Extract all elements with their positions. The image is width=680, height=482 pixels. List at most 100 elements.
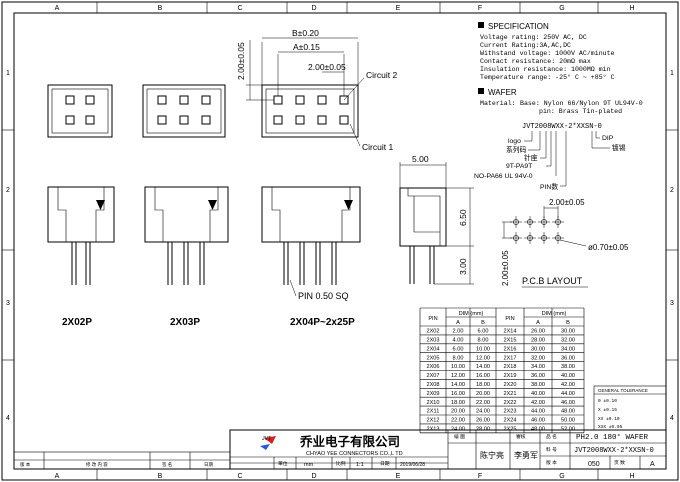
wafer-title: WAFER [488,88,517,97]
col-label: E [396,473,401,480]
unit-value: mm [304,462,314,468]
table-cell: 46.00 [561,400,575,406]
company-logo: JVT [260,436,276,450]
column-labels-bottom: A B C D E F G H [55,473,635,480]
table-cell: 10.00 [451,364,465,370]
spec-line: Contact resistance: 20mΩ max [480,58,591,65]
wafer-base: Base: Nylon 66/Nylon 9T UL94V-0 [520,100,643,107]
spec-line: Current Rating:3A,AC,DC [480,42,571,49]
part-code: JVT2008WXX-2*XXSN-0 logo 系列码 针座 9T-PA9T … [474,123,626,191]
table-cell: 2X24 [503,418,516,424]
front-view-2x02 [47,186,115,285]
table-cell: 2X18 [503,364,516,370]
table-cell: 6.00 [453,346,464,352]
scale-label: 比例 [336,460,346,467]
table-cell: 2X16 [503,346,516,352]
circuit2-label: Circuit 2 [366,70,397,80]
top-view-2x04 [246,37,365,147]
table-cell: 2X05 [426,355,439,361]
table-cell: 34.00 [561,346,575,352]
table-cell: 34.00 [531,364,545,370]
dim-tail: 3.00 [458,258,468,275]
part-code-value: JVT2008WXX-2*XXSN-0 [522,123,602,131]
col-label: D [311,5,316,12]
row-label: 2 [670,187,674,194]
table-header-dim: DIM (mm) [542,311,567,317]
spec-line: Temperature range: -25° C ~ +85° C [480,73,615,81]
company-name-en: CHYAO YEE CONNECTORS CO.,L TD [306,451,403,457]
code-label: 9T-PA9T [506,163,532,170]
table-cell: 2X19 [503,373,516,379]
spec-block: SPECIFICATION Voltage rating: 250V AC, D… [478,22,643,115]
table-cell: 2X09 [426,391,439,397]
table-cell: 48.00 [561,409,575,415]
rev-label: 修 改 内 容 [86,461,108,468]
table-cell: 18.00 [476,382,490,388]
circuit1-label: Circuit 1 [362,142,393,152]
table-cell: 8.00 [453,355,464,361]
table-cell: 28.00 [531,338,545,344]
product-name: PH2.0 180° WAFER [576,433,649,442]
col-label: E [396,5,401,12]
table-cell: 2X10 [426,400,439,406]
table-cell: 22.00 [476,400,490,406]
tolerance-row: XXX ±0.05 [598,424,623,430]
tolerance-row: 0 ±0.10 [598,398,617,404]
table-cell: 36.00 [561,355,575,361]
dim-body-height: 6.50 [458,209,468,226]
wafer-pin: pin: Brass Tin-plated [539,108,622,115]
unit-label: 單位 [278,460,288,467]
row-label: 3 [670,300,674,307]
table-header-a: A [536,320,540,326]
pin-note: PIN 0.50 SQ [298,291,349,301]
dim-pitch: 2.00±0.05 [308,62,346,72]
col-label: C [237,473,242,480]
designer-label: 繪 圖 [454,433,465,440]
sheet-label: 版 本 [546,459,557,466]
table-header-b: B [481,320,485,326]
table-cell: 44.00 [531,409,545,415]
col-label: A [55,5,60,12]
table-cell: 10.00 [476,346,490,352]
logo-text: JVT [261,436,272,442]
table-cell: 2X08 [426,382,439,388]
table-cell: 6.00 [478,329,489,335]
top-view-2x03 [142,84,226,138]
table-cell: 2.00 [453,329,464,335]
front-view-2x04 [261,186,361,297]
code-label: DIP [602,135,614,142]
pcb-dim-y: 2.00±0.05 [501,250,510,286]
col-label: G [559,473,564,480]
pcb-holes [510,216,564,244]
table-cell: 20.00 [476,391,490,397]
table-cell: 16.00 [476,373,490,379]
partno-label: 料 号 [546,446,557,453]
tolerance-block: GENERAL TOLERANCE 0 ±0.10 X ±0.15 XX ±0.… [593,385,667,431]
dim-a: A±0.15 [293,42,320,52]
tolerance-row: XX ±0.10 [598,416,620,422]
table-cell: 2X02 [426,329,439,335]
row-label: 2 [6,187,10,194]
row-labels: 1 2 3 4 1 2 3 4 [6,70,674,422]
code-label: 系列码 [506,145,527,154]
wafer-material-label: Material: [480,100,516,107]
table-cell: 2X07 [426,373,439,379]
col-label: H [629,473,634,480]
code-label: NO-PA66 UL 94V-0 [474,173,533,180]
front-view-2x03 [144,186,229,285]
spec-line: Insulation resistance: 1000MΩ min [480,66,611,73]
table-cell: 14.00 [476,364,490,370]
code-label: 针座 [524,153,538,162]
table-cell: 2X04 [426,346,439,352]
column-labels-top: A B C D E F G H [55,5,635,12]
col-label: C [237,5,242,12]
row-label: 1 [670,70,674,77]
table-cell: 2X11 [427,409,440,415]
table-cell: 38.00 [561,364,575,370]
col-label: G [559,5,564,12]
table-header-pin: PIN [505,316,514,322]
col-label: A [55,473,60,480]
tolerance-row: X ±0.15 [598,407,617,413]
row-label: 4 [670,415,674,422]
